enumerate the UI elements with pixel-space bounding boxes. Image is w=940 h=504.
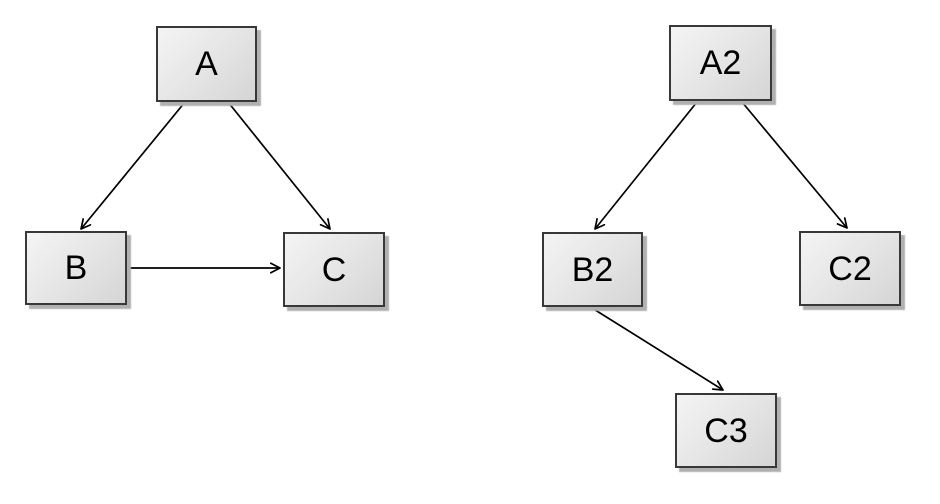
node-a2[interactable]: A2: [669, 25, 772, 101]
node-label-b2: B2: [571, 250, 614, 289]
node-label-c: C: [321, 250, 347, 289]
node-c3[interactable]: C3: [675, 393, 777, 468]
edge-b2-c3: [591, 307, 723, 390]
edge-a2-b2: [595, 101, 698, 229]
node-label-a2: A2: [699, 44, 742, 82]
edge-a-c: [227, 101, 330, 229]
edge-a-b: [81, 101, 186, 229]
node-label-b: B: [64, 249, 88, 287]
node-label-c2: C2: [828, 249, 872, 288]
node-label-a: A: [195, 45, 218, 83]
node-label-c3: C3: [704, 411, 748, 450]
node-b2[interactable]: B2: [542, 232, 643, 307]
node-a[interactable]: A: [156, 26, 257, 102]
node-c[interactable]: C: [283, 232, 385, 307]
node-b[interactable]: B: [25, 231, 127, 305]
edge-a2-c2: [741, 101, 847, 228]
node-c2[interactable]: C2: [799, 231, 901, 306]
